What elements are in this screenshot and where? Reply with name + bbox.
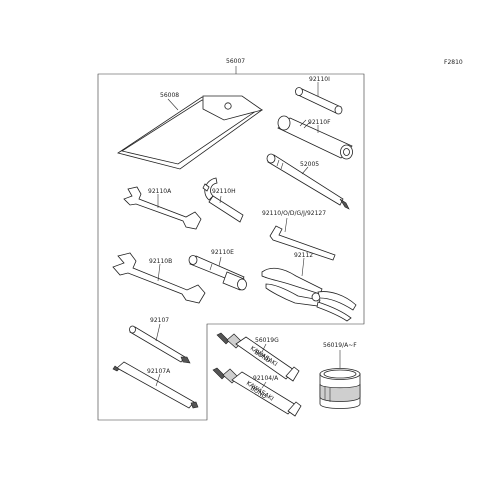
label-52005: 52005 <box>300 161 319 168</box>
screwdriver-bit-92107 <box>129 325 191 364</box>
pouch-snap <box>224 102 232 110</box>
label-92107A: 92107A <box>147 368 171 375</box>
leader-92104A <box>261 381 267 389</box>
leader-56019G <box>261 343 267 353</box>
hex-key-92110ODGJ <box>269 225 336 261</box>
leader-92110E <box>218 256 222 267</box>
label-92107: 92107 <box>150 317 169 324</box>
wrench-92110B <box>112 252 206 304</box>
pliers-92112 <box>261 267 357 322</box>
label-92110F: 92110F <box>308 119 331 126</box>
pouch <box>117 95 263 170</box>
oil-can-56019AF <box>319 368 361 409</box>
leader-52005 <box>301 166 309 175</box>
label-56019AF: 56019/A~F <box>323 342 357 349</box>
label-92110A: 92110A <box>148 188 172 195</box>
plug-socket-92110F <box>277 115 353 160</box>
leader-92107A <box>155 373 161 387</box>
socket-wrench-92110E <box>188 255 247 291</box>
screwdriver-52005 <box>266 153 350 210</box>
label-92110H: 92110H <box>212 188 236 195</box>
label-92104A: 92104/A <box>253 375 279 382</box>
pouch-leader <box>167 98 179 111</box>
label-92110ODGJ: 92110/O/D/G/J/92127 <box>262 210 326 217</box>
socket-wrench-92110I <box>295 87 343 115</box>
label-92110E: 92110E <box>211 249 234 256</box>
label-92112: 92112 <box>294 252 313 259</box>
label-56019G: 56019G <box>255 337 279 344</box>
leader-92112 <box>301 257 305 277</box>
leader-92107 <box>155 323 161 342</box>
label-kit: 56007 <box>226 58 245 65</box>
diagram-code: F2810 <box>444 59 463 66</box>
wrench-92110A <box>123 186 202 230</box>
label-92110B: 92110B <box>149 258 172 265</box>
kit-frame <box>97 73 365 421</box>
screwdriver-92107A <box>112 361 199 409</box>
leader-92110H <box>219 195 222 204</box>
leader-92110ODGJ <box>284 217 288 233</box>
leader-92110B <box>157 263 161 282</box>
label-92110I: 92110I <box>309 76 330 83</box>
label-pouch: 56008 <box>160 92 179 99</box>
hook-spanner-92110H <box>202 177 244 223</box>
